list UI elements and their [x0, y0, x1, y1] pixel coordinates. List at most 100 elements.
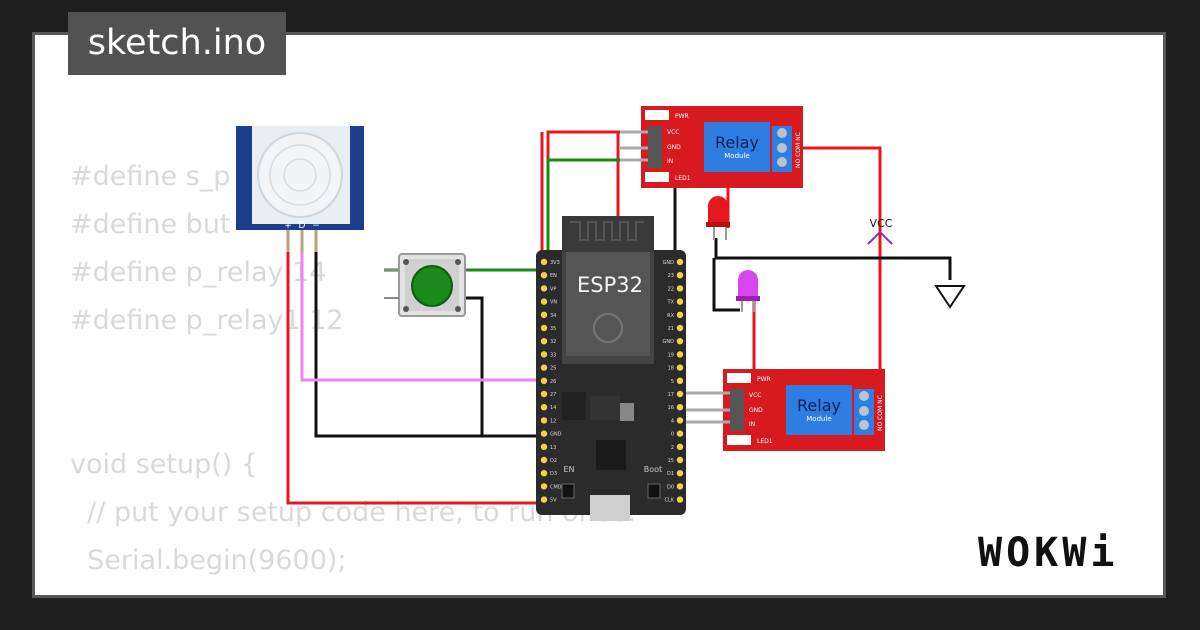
wokwi-logo: WOKWi	[978, 530, 1119, 576]
pir-pin-vcc: +	[284, 221, 292, 231]
esp32-left-pin[interactable]	[540, 338, 548, 345]
esp32-right-pin[interactable]	[676, 404, 684, 411]
vcc-label: VCC	[870, 217, 893, 230]
esp32-right-pin[interactable]	[676, 311, 684, 318]
esp32-right-pin[interactable]	[676, 456, 684, 464]
led-pink[interactable]	[736, 270, 760, 312]
esp32-right-pin[interactable]	[676, 364, 684, 371]
esp32-right-pin-label: 5	[671, 379, 674, 385]
esp32-left-pin[interactable]	[540, 470, 548, 477]
pir-pin-gnd: −	[312, 221, 320, 231]
esp32-right-pin[interactable]	[676, 272, 684, 279]
esp32-left-pin-label: 25	[550, 366, 556, 372]
esp32-left-pin[interactable]	[540, 272, 548, 279]
esp32-left-pin-label: D2	[550, 458, 557, 464]
esp32-right-pin-label: 0	[671, 432, 674, 438]
esp32-left-pin[interactable]	[540, 404, 548, 411]
relay-bottom-led: LED1	[757, 438, 773, 445]
esp32-right-pin-label: CLK	[664, 498, 674, 504]
relay-bottom-pin-gnd: GND	[749, 407, 763, 414]
code-line[interactable]: Serial.begin(9600);	[70, 545, 347, 576]
esp32-left-pin-label: 33	[550, 352, 556, 358]
code-line[interactable]: pinMode(p_sensor, INPUT);	[70, 585, 636, 595]
code-editor[interactable]: #define s_p #define but #define p_relay 14…	[70, 153, 636, 595]
esp32-left-pin-label: CMD	[550, 484, 562, 490]
esp32-left-pin[interactable]	[540, 496, 548, 503]
code-line[interactable]: #define s_p	[70, 161, 231, 192]
esp32-left-pin[interactable]	[540, 351, 548, 358]
code-line[interactable]: #define p_relay1 12	[70, 305, 344, 336]
relay-top-subtitle: Module	[724, 152, 749, 160]
esp32-left-pin[interactable]	[540, 324, 548, 332]
relay-top-pwr: PWR	[675, 113, 689, 120]
esp32-left-pin[interactable]	[540, 417, 548, 424]
code-line[interactable]: #define but	[70, 209, 231, 240]
esp32-left-pin[interactable]	[540, 456, 548, 464]
code-line[interactable]: void setup() {	[70, 449, 259, 480]
esp32-left-pin[interactable]	[540, 483, 548, 490]
relay-bottom-wires-overlay	[620, 130, 730, 424]
vcc-symbol[interactable]: VCC	[867, 217, 893, 245]
esp32-right-pin-label: 15	[668, 458, 674, 464]
esp32-right-pin[interactable]	[676, 298, 684, 305]
code-line[interactable]: #define p_relay 14	[70, 257, 327, 288]
relay-module-bottom[interactable]: Relay Module PWR LED1 VCC GND IN NO COM …	[723, 369, 885, 451]
esp32-right-pin-label: D0	[667, 484, 674, 490]
relay-top-pin-gnd: GND	[667, 144, 681, 151]
esp32-board[interactable]: ESP32 EN Boot 3V3ENVPVN34353233252627141…	[536, 216, 686, 521]
wire-pir-gnd[interactable]	[314, 225, 548, 438]
esp32-right-pin-label: 22	[668, 286, 674, 292]
ground-symbol[interactable]	[934, 285, 966, 309]
file-tab[interactable]: sketch.ino	[68, 12, 286, 75]
esp32-left-pin-label: 26	[550, 379, 556, 385]
esp32-right-pin[interactable]	[676, 470, 684, 477]
esp32-left-pin-label: GND	[550, 432, 562, 438]
esp32-left-pin[interactable]	[540, 311, 548, 318]
pir-sensor[interactable]: + D −	[236, 126, 364, 231]
esp32-right-pin-label: TX	[667, 300, 675, 306]
wire-led-gnd[interactable]	[714, 238, 952, 280]
esp32-left-pin[interactable]	[540, 258, 548, 266]
esp32-right-pin[interactable]	[676, 417, 684, 424]
esp32-left-pin-label: 35	[550, 326, 556, 332]
esp32-right-pin-label: 17	[668, 392, 674, 398]
esp32-left-pin[interactable]	[540, 364, 548, 371]
wire-pir-vcc[interactable]	[286, 225, 548, 505]
led-red[interactable]	[706, 196, 730, 240]
pushbutton[interactable]	[384, 253, 466, 317]
esp32-right-pin[interactable]	[676, 338, 684, 345]
wire-pir-data[interactable]	[300, 225, 548, 382]
esp32-right-pin[interactable]	[676, 351, 684, 358]
esp32-left-pin[interactable]	[540, 390, 548, 398]
relay-bottom-pin-in: IN	[749, 421, 755, 428]
relay-module-top[interactable]: Relay Module PWR LED1 VCC GND IN NO COM …	[641, 106, 803, 188]
esp32-right-pin[interactable]	[676, 390, 684, 398]
esp32-right-pin-label: RX	[667, 313, 674, 319]
relay-bottom-subtitle: Module	[806, 415, 831, 423]
esp32-right-pin[interactable]	[676, 443, 684, 450]
esp32-right-pin[interactable]	[676, 430, 684, 437]
wire-button-gnd[interactable]	[466, 296, 484, 436]
esp32-right-pin[interactable]	[676, 258, 684, 266]
esp32-left-pin[interactable]	[540, 443, 548, 450]
relay-top-pin-in: IN	[667, 158, 673, 165]
wire-led-gnd2[interactable]	[712, 258, 740, 312]
esp32-left-pin-label: 27	[550, 392, 556, 398]
esp32-right-pin[interactable]	[676, 496, 684, 503]
esp32-right-pin[interactable]	[676, 483, 684, 490]
esp32-right-pin[interactable]	[676, 377, 684, 384]
relay-top-pin-vcc: VCC	[667, 129, 679, 136]
esp32-right-pin[interactable]	[676, 285, 684, 292]
esp32-right-pin[interactable]	[676, 324, 684, 332]
esp32-left-pin[interactable]	[540, 285, 548, 292]
esp32-left-pin-label: VN	[550, 300, 557, 306]
relay-bottom-pin-vcc: VCC	[749, 392, 761, 399]
esp32-right-pin-label: 21	[668, 326, 674, 332]
esp32-right-pin-label: 19	[668, 352, 674, 358]
esp32-left-pin-label: D3	[550, 471, 557, 477]
esp32-left-pin[interactable]	[540, 298, 548, 305]
esp32-left-pin[interactable]	[540, 430, 548, 437]
esp32-left-pin[interactable]	[540, 377, 548, 384]
esp32-right-pin-label: D1	[667, 471, 674, 477]
